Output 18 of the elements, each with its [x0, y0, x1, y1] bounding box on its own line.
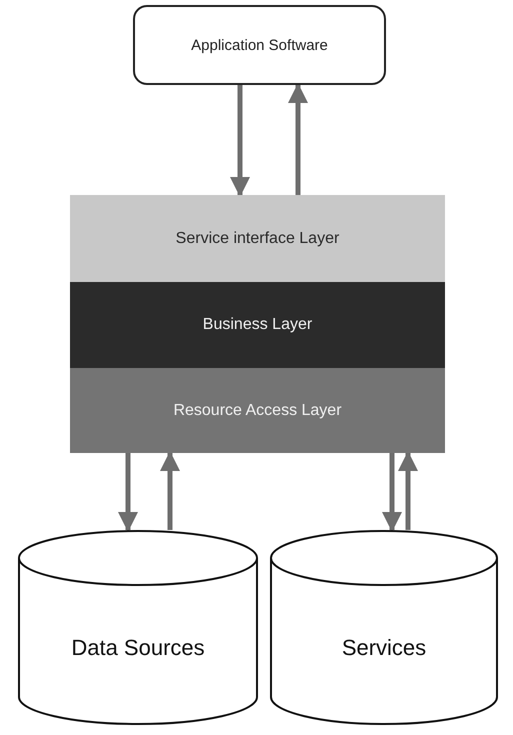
node-label: Services	[342, 634, 426, 660]
node-label: Resource Access Layer	[173, 402, 342, 420]
arrow	[382, 453, 402, 532]
layer-band	[70, 282, 445, 368]
arrow	[118, 453, 138, 532]
arrow	[230, 85, 250, 197]
layer-band	[70, 195, 445, 282]
database-cylinder	[18, 530, 258, 725]
rounded-box	[133, 5, 386, 85]
node-label: Data Sources	[71, 634, 205, 660]
node-label: Business Layer	[202, 316, 312, 334]
arrow	[398, 451, 418, 530]
node-label: Service interface Layer	[176, 230, 340, 248]
layer-band	[70, 368, 445, 453]
database-cylinder	[270, 530, 498, 725]
arrow	[288, 83, 308, 195]
node-label: Application Software	[191, 36, 328, 54]
arrow	[160, 451, 180, 530]
